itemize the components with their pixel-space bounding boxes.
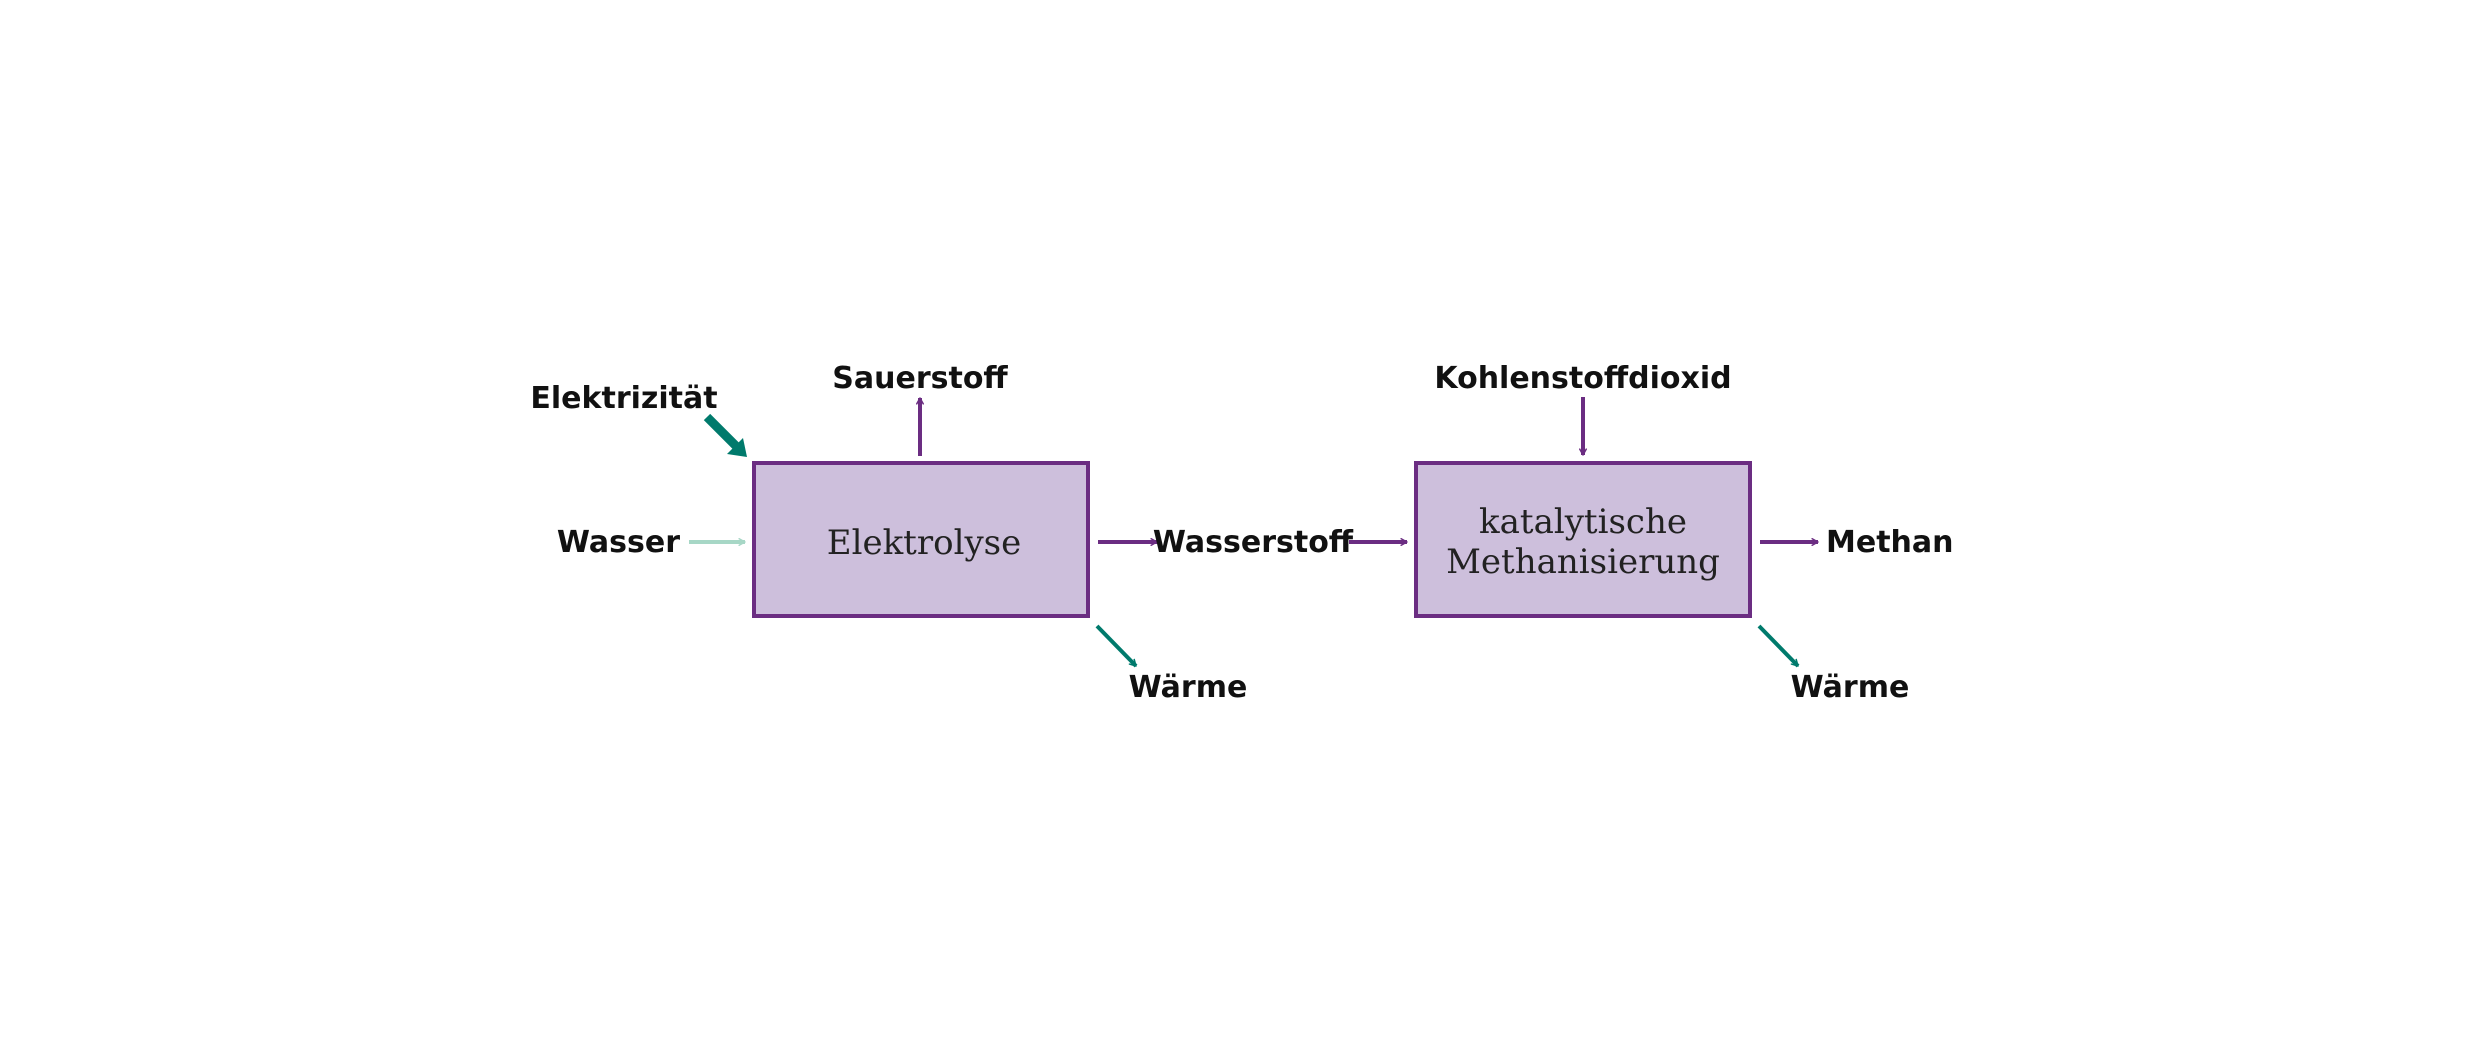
waerme-label-1: Wärme [1129,670,1248,705]
methanisierung-label-line1: katalytische [1479,502,1687,542]
kohlenstoffdioxid-label: Kohlenstoffdioxid [1434,361,1731,396]
methanisierung-box [1414,461,1752,618]
waerme-label-2: Wärme [1791,670,1910,705]
elektrizitaet-label: Elektrizität [530,381,717,416]
waerme-arrow-2 [1757,624,1800,668]
methanisierung-label-line2: Methanisierung [1446,542,1720,582]
methan-label: Methan [1826,525,1954,560]
elektrolyse-label: Elektrolyse [827,523,1021,563]
wasserstoff-label: Wasserstoff [1153,525,1354,560]
elektrolyse-box [752,461,1090,618]
elektrizitaet-arrow [703,413,740,450]
sauerstoff-label: Sauerstoff [832,361,1008,396]
elektrizitaet-arrowhead [727,438,747,457]
waerme-arrow-1 [1095,624,1138,668]
wasser-label: Wasser [557,525,680,560]
